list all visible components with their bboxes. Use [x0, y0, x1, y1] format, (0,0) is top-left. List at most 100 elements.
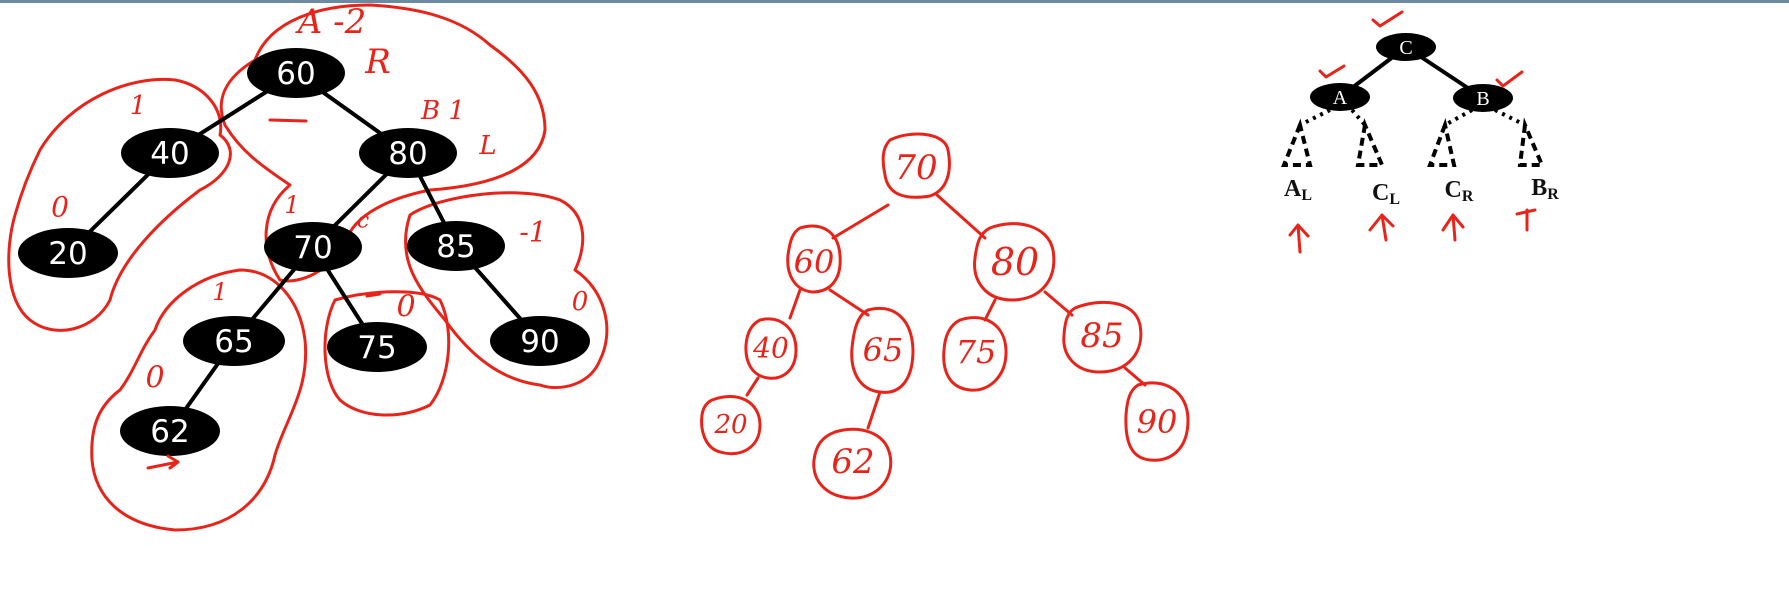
left-node: 20	[18, 228, 118, 278]
svg-text:20: 20	[713, 410, 747, 440]
check-mark-B	[1495, 70, 1524, 88]
left-node: 75	[327, 322, 427, 372]
edge-65-62	[866, 390, 882, 430]
subtree-label-CL: CL	[1372, 180, 1400, 208]
arrow-up-CL	[1368, 213, 1395, 242]
left-node: 70	[264, 222, 362, 272]
right-diagram-nodes: C A B	[1310, 33, 1513, 112]
svg-text:65: 65	[863, 331, 904, 369]
annotation-40: 1	[130, 91, 147, 121]
svg-text:80: 80	[388, 136, 427, 172]
edge-70-60	[831, 203, 890, 240]
annotation-80-2: L	[478, 131, 496, 161]
middle-node: 20	[700, 394, 762, 456]
left-node: 85	[407, 221, 505, 271]
arrow-up-BR	[1515, 208, 1537, 232]
svg-text:60: 60	[276, 56, 315, 92]
middle-node: 85	[1062, 300, 1143, 374]
annotation-75: 0	[396, 290, 415, 325]
right-diagram-subtree-triangles	[1281, 117, 1546, 167]
middle-node: 65	[850, 307, 915, 394]
subtree-triangle-AL	[1281, 118, 1313, 167]
annotation-65: 1	[212, 278, 227, 306]
annotation-root: A -2	[295, 2, 366, 42]
annotation-85: -1	[519, 216, 546, 249]
blob-85-90	[404, 191, 609, 390]
right-diagram-dotted-edges	[1299, 108, 1526, 127]
svg-text:75: 75	[357, 330, 396, 366]
tick-mark-40-80	[268, 118, 308, 123]
edge-80-75	[983, 298, 997, 322]
check-mark-A	[1318, 64, 1346, 79]
dotted-B-BR	[1494, 108, 1526, 127]
svg-text:B: B	[1476, 88, 1489, 110]
blob-65-62	[90, 268, 308, 532]
left-annotation-blobs	[7, 3, 609, 532]
svg-text:20: 20	[48, 236, 87, 272]
right-diagram-subtree-labels: AL CL CR BR	[1284, 175, 1559, 208]
left-node: 60	[247, 48, 345, 98]
svg-text:70: 70	[894, 148, 937, 188]
middle-tree-nodes: 70 60 80 40 65 20 62 75 85 90	[700, 132, 1190, 500]
right-node: C	[1376, 33, 1436, 61]
svg-text:40: 40	[752, 332, 789, 365]
edge-70-80	[935, 193, 987, 240]
svg-text:C: C	[1399, 37, 1412, 59]
annotation-70: 1	[284, 191, 299, 219]
edge-60-65	[828, 288, 870, 317]
blob-root	[219, 3, 547, 283]
svg-text:60: 60	[794, 243, 835, 281]
svg-text:65: 65	[214, 324, 253, 360]
subtree-triangle-BR	[1517, 117, 1546, 167]
dotted-B-CR	[1444, 108, 1473, 127]
tick-mark-75	[365, 292, 382, 298]
annotation-62: 0	[145, 361, 164, 396]
middle-node: 40	[744, 317, 798, 380]
subtree-triangle-CR	[1427, 118, 1457, 167]
svg-text:A: A	[1333, 87, 1348, 109]
subtree-label-CR: CR	[1445, 177, 1474, 205]
subtree-triangle-CL	[1355, 117, 1386, 167]
middle-node: 70	[881, 132, 951, 199]
svg-text:75: 75	[956, 333, 997, 371]
middle-tree-edges	[745, 193, 1147, 430]
middle-node: 90	[1124, 381, 1190, 462]
left-node: 80	[359, 128, 457, 178]
left-node: 65	[183, 316, 285, 366]
edge-85-90	[1123, 366, 1147, 387]
annotation-80: B 1	[420, 96, 465, 126]
annotation-90: 0	[572, 287, 589, 317]
svg-text:90: 90	[1137, 403, 1178, 441]
edge-80-85	[1043, 290, 1074, 317]
blob-75	[323, 290, 451, 417]
dotted-A-CL	[1350, 108, 1367, 127]
left-node: 62	[120, 406, 220, 456]
annotation-20: 0	[51, 191, 69, 224]
middle-node: 62	[812, 427, 893, 500]
svg-text:85: 85	[436, 229, 475, 265]
subtree-label-AL: AL	[1284, 176, 1312, 204]
arrow-mark-62	[146, 454, 180, 470]
blob-40-20	[7, 77, 232, 332]
svg-text:85: 85	[1080, 316, 1123, 356]
edge-60-40	[788, 288, 802, 320]
annotation-70-2: c	[357, 209, 369, 234]
svg-text:70: 70	[293, 230, 332, 266]
svg-text:80: 80	[991, 240, 1039, 284]
left-node: 90	[490, 316, 590, 366]
middle-node: 75	[942, 316, 1008, 392]
svg-text:62: 62	[150, 414, 189, 450]
edge-40-20	[745, 376, 760, 397]
subtree-label-BR: BR	[1531, 175, 1559, 203]
arrow-up-CR	[1441, 213, 1465, 242]
left-tree-nodes: 60 40 80 20 70 85 65 75 90 62	[18, 48, 590, 456]
left-node: 40	[121, 128, 219, 178]
top-border	[0, 0, 1789, 3]
right-diagram-red-marks	[1288, 10, 1537, 254]
middle-node: 80	[973, 222, 1056, 302]
svg-text:40: 40	[150, 136, 189, 172]
arrow-up-AL	[1288, 223, 1310, 254]
svg-text:90: 90	[520, 324, 559, 360]
right-node: B	[1453, 84, 1513, 112]
